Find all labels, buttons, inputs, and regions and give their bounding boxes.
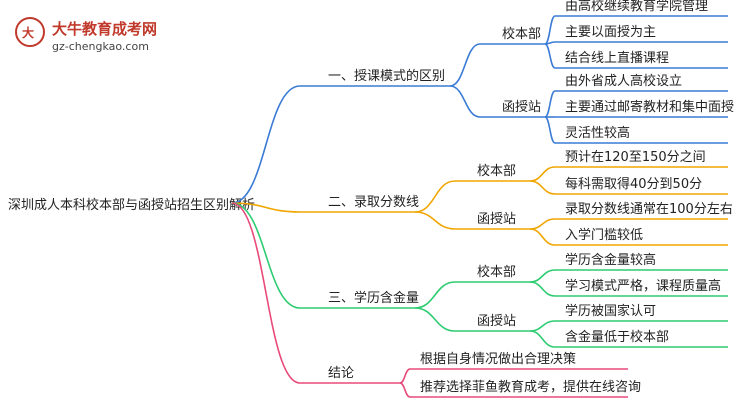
item-label-2-1-0: 学历被国家认可 bbox=[565, 303, 656, 319]
group-label-1-0: 校本部 bbox=[477, 163, 516, 179]
edge-branch-0 bbox=[231, 85, 301, 204]
edge-item-1-0-0 bbox=[529, 166, 556, 182]
item-label-0-0-2: 结合线上直播课程 bbox=[565, 51, 669, 66]
edge-item-2-1-0 bbox=[529, 320, 556, 332]
item-label-1-0-0: 预计在120至150分之间 bbox=[565, 150, 706, 165]
edge-group-1-0 bbox=[414, 180, 456, 213]
edge-item-1-1-0 bbox=[529, 218, 556, 230]
edge-group-0-1 bbox=[449, 85, 481, 118]
edges bbox=[231, 15, 728, 398]
item-label-0-1-0: 由外省成人高校设立 bbox=[565, 73, 682, 89]
item-label-3-0: 根据自身情况做出合理决策 bbox=[420, 351, 576, 367]
edge-item-0-1-0 bbox=[544, 90, 556, 118]
edge-item-0-0-0 bbox=[544, 15, 556, 45]
logo-url: gz-chengkao.com bbox=[52, 40, 149, 53]
bull-logo-icon: 大 bbox=[15, 17, 45, 47]
branch-label-3: 结论 bbox=[328, 366, 354, 381]
item-label-1-1-1: 入学门槛较低 bbox=[565, 227, 643, 243]
item-label-0-1-2: 灵活性较高 bbox=[565, 125, 630, 141]
item-label-0-1-1: 主要通过邮寄教材和集中面授 bbox=[565, 99, 734, 115]
item-label-3-1: 推荐选择菲鱼教育成考，提供在线咨询 bbox=[420, 379, 641, 395]
group-label-0-0: 校本部 bbox=[502, 26, 541, 42]
edge-item-1-1-1 bbox=[529, 228, 556, 246]
edge-item-1-0-1 bbox=[529, 180, 556, 195]
edge-item-2-1-1 bbox=[529, 330, 556, 348]
edge-item-3-1 bbox=[399, 382, 411, 398]
group-label-2-1: 函授站 bbox=[477, 314, 516, 329]
edge-item-0-0-2 bbox=[544, 43, 556, 69]
item-label-2-0-0: 学历含金量较高 bbox=[565, 252, 656, 268]
edge-group-2-1 bbox=[414, 307, 456, 332]
branch-label-2: 三、学历含金量 bbox=[328, 290, 419, 306]
edge-item-3-0 bbox=[399, 368, 411, 384]
svg-text:大: 大 bbox=[22, 25, 34, 40]
edge-item-2-0-1 bbox=[529, 281, 556, 297]
group-label-2-0: 校本部 bbox=[477, 264, 516, 280]
edge-branch-1 bbox=[231, 202, 301, 213]
branch-label-1: 二、录取分数线 bbox=[328, 195, 419, 210]
item-label-1-1-0: 录取分数线通常在100分左右 bbox=[565, 202, 733, 217]
root-title: 深圳成人本科校本部与函授站招生区别解析 bbox=[8, 197, 255, 213]
logo-title: 大牛教育成考网 bbox=[52, 20, 157, 38]
edge-branch-3 bbox=[231, 202, 301, 384]
branch-label-0: 一、授课模式的区别 bbox=[328, 68, 445, 84]
item-label-1-0-1: 每科需取得40分到50分 bbox=[565, 176, 702, 192]
item-label-0-0-0: 由高校继续教育学院管理 bbox=[565, 0, 708, 14]
edge-group-1-1 bbox=[414, 211, 456, 230]
item-label-2-0-1: 学习模式严格，课程质量高 bbox=[565, 278, 721, 294]
edge-branch-2 bbox=[231, 202, 301, 309]
edge-item-0-1-2 bbox=[544, 116, 556, 144]
group-label-0-1: 函授站 bbox=[502, 100, 541, 115]
edge-group-2-0 bbox=[414, 281, 456, 309]
nodes: 一、授课模式的区别校本部由高校继续教育学院管理主要以面授为主结合线上直播课程函授… bbox=[328, 0, 734, 395]
item-label-2-1-1: 含金量低于校本部 bbox=[565, 329, 669, 345]
edge-item-2-0-0 bbox=[529, 269, 556, 283]
group-label-1-1: 函授站 bbox=[477, 212, 516, 227]
item-label-0-0-1: 主要以面授为主 bbox=[565, 25, 656, 40]
logo: 大 大牛教育成考网 gz-chengkao.com bbox=[15, 17, 157, 53]
edge-group-0-0 bbox=[449, 43, 481, 87]
